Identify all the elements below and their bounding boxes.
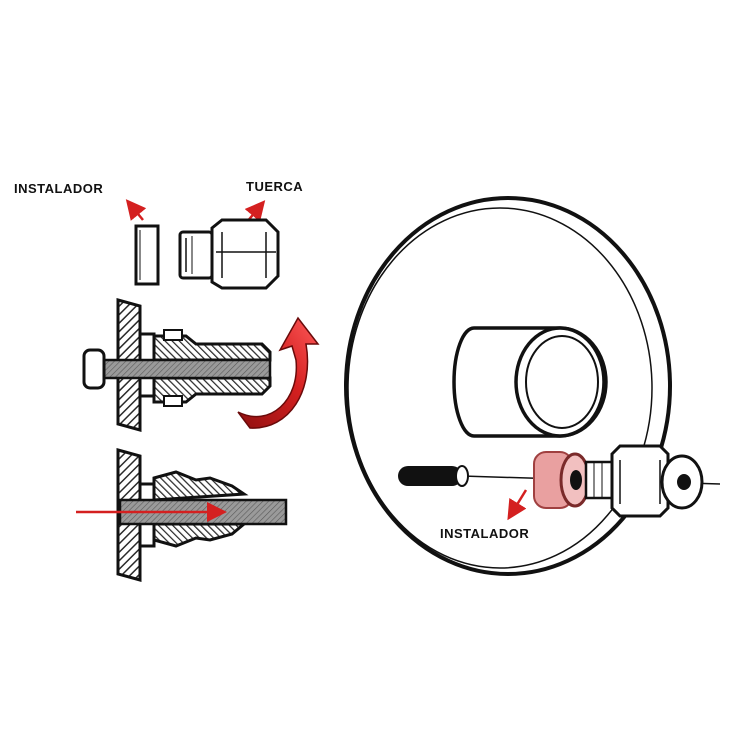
installer-part: [134, 224, 160, 286]
label-instalador-top: INSTALADOR: [14, 181, 103, 196]
section-after: [76, 448, 288, 582]
arrow-icon: [125, 199, 147, 221]
installation-tool: [398, 444, 721, 518]
section-before: [82, 298, 272, 432]
nut-part: [178, 218, 280, 290]
curved-arrow-icon: [237, 316, 320, 429]
label-instalador-right: INSTALADOR: [440, 526, 529, 541]
arrow-icon: [507, 489, 528, 521]
wall-plate: [344, 196, 672, 576]
label-tuerca: TUERCA: [246, 179, 303, 194]
